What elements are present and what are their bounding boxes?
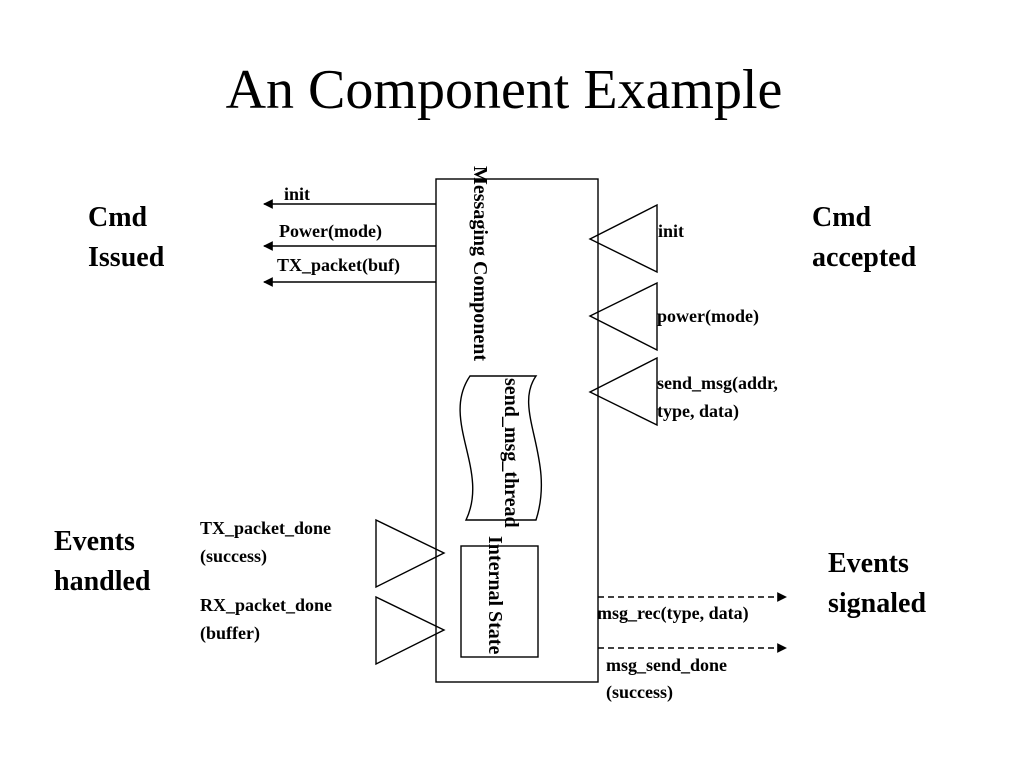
cmd-accepted-send-msg-line1: send_msg(addr,	[657, 373, 778, 394]
events-handled-label-line2: handled	[54, 566, 151, 597]
cmd-accepted-triangle-init	[588, 203, 658, 274]
event-signaled-msg-rec: msg_rec(type, data)	[597, 603, 749, 624]
event-handled-tx-done-line2: (success)	[200, 546, 267, 567]
state-label: Internal State	[484, 536, 506, 654]
cmd-issued-label-line1: Cmd	[88, 202, 148, 233]
cmd-accepted-label-line1: Cmd	[812, 202, 872, 233]
cmd-accepted-triangle-power	[588, 281, 658, 352]
cmd-issued-tx-packet: TX_packet(buf)	[277, 255, 400, 276]
event-handled-triangle-tx-done	[375, 518, 446, 589]
cmd-accepted-send-msg-line2: type, data)	[657, 401, 739, 422]
messaging-component-box	[435, 178, 599, 683]
event-handled-tx-done-line1: TX_packet_done	[200, 518, 331, 538]
cmd-accepted-triangle-send-msg	[588, 356, 658, 427]
cmd-issued-label-line2: Issued	[88, 242, 165, 273]
event-handled-rx-done-line2: (buffer)	[200, 623, 260, 644]
events-handled-label-line1: Events	[54, 526, 135, 557]
cmd-accepted-label-line2: accepted	[812, 242, 917, 273]
event-signaled-msg-send-done-line1: msg_send_done	[606, 655, 727, 675]
thread-label: send_msg_thread	[500, 378, 522, 528]
cmd-accepted-power: power(mode)	[657, 306, 759, 327]
events-signaled-label-line2: signaled	[828, 588, 926, 619]
events-signaled-label-line1: Events	[828, 548, 909, 579]
cmd-accepted-init: init	[658, 221, 684, 241]
component-label: Messaging Component	[469, 166, 491, 361]
event-handled-triangle-rx-done	[375, 595, 446, 666]
cmd-issued-power: Power(mode)	[279, 221, 382, 242]
send-msg-thread-shape	[459, 375, 543, 521]
event-signaled-msg-send-done-line2: (success)	[606, 682, 673, 703]
event-handled-rx-done-line1: RX_packet_done	[200, 595, 332, 615]
cmd-issued-init: init	[284, 184, 310, 204]
slide-title: An Component Example	[226, 59, 783, 121]
internal-state-box	[460, 545, 539, 658]
